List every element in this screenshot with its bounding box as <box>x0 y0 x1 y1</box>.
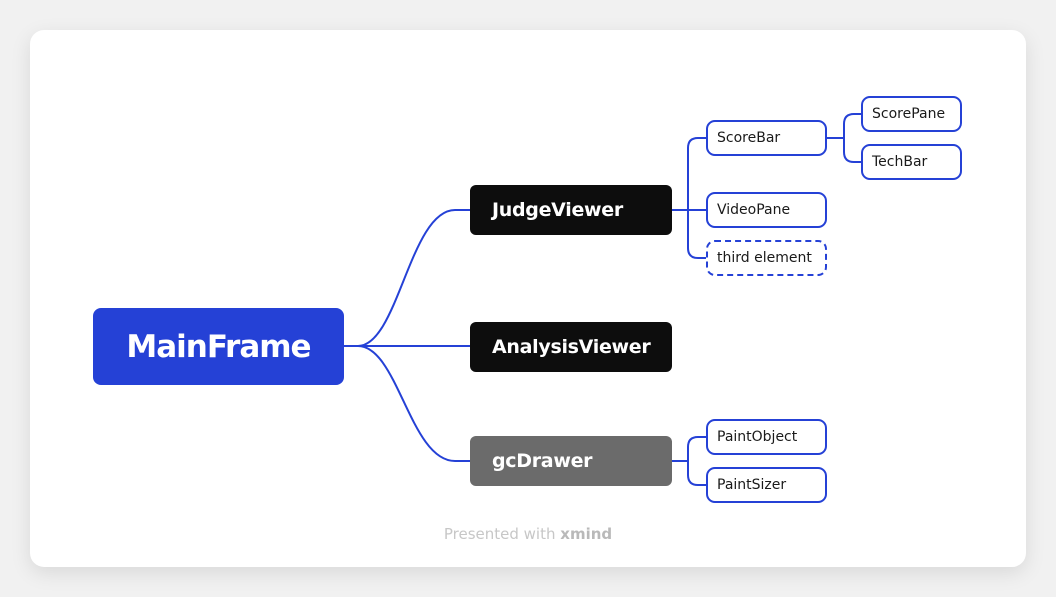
connector-judgeviewer-thirdelement <box>687 209 708 259</box>
connector-scorebar-scorepane <box>843 113 863 139</box>
connector-gcdrawer-paintsizer <box>687 460 708 486</box>
subtopic-node-videopane[interactable]: VideoPane <box>706 192 827 228</box>
subtopic-node-scorebar[interactable]: ScoreBar <box>706 120 827 156</box>
subtopic-node-third-element[interactable]: third element <box>706 240 827 276</box>
branch-node-analysisviewer[interactable]: AnalysisViewer <box>470 322 672 372</box>
subtopic-node-techbar[interactable]: TechBar <box>861 144 962 180</box>
connector-scorebar-techbar <box>843 137 863 163</box>
branch-node-judgeviewer[interactable]: JudgeViewer <box>470 185 672 235</box>
subtopic-node-scorepane[interactable]: ScorePane <box>861 96 962 132</box>
root-node-mainframe[interactable]: MainFrame <box>93 308 344 385</box>
subtopic-node-paintsizer[interactable]: PaintSizer <box>706 467 827 503</box>
connector-mainframe-judgeviewer <box>343 209 471 347</box>
watermark-prefix: Presented with <box>443 525 556 543</box>
connector-judgeviewer-scorebar <box>687 137 708 211</box>
presented-with-watermark: Presented with xmind <box>0 525 1056 543</box>
connector-mainframe-gcdrawer <box>357 345 471 462</box>
subtopic-node-paintobject[interactable]: PaintObject <box>706 419 827 455</box>
branch-node-gcdrawer[interactable]: gcDrawer <box>470 436 672 486</box>
xmind-brand-logo: xmind <box>560 525 613 543</box>
connector-gcdrawer-paintobject <box>687 436 708 462</box>
